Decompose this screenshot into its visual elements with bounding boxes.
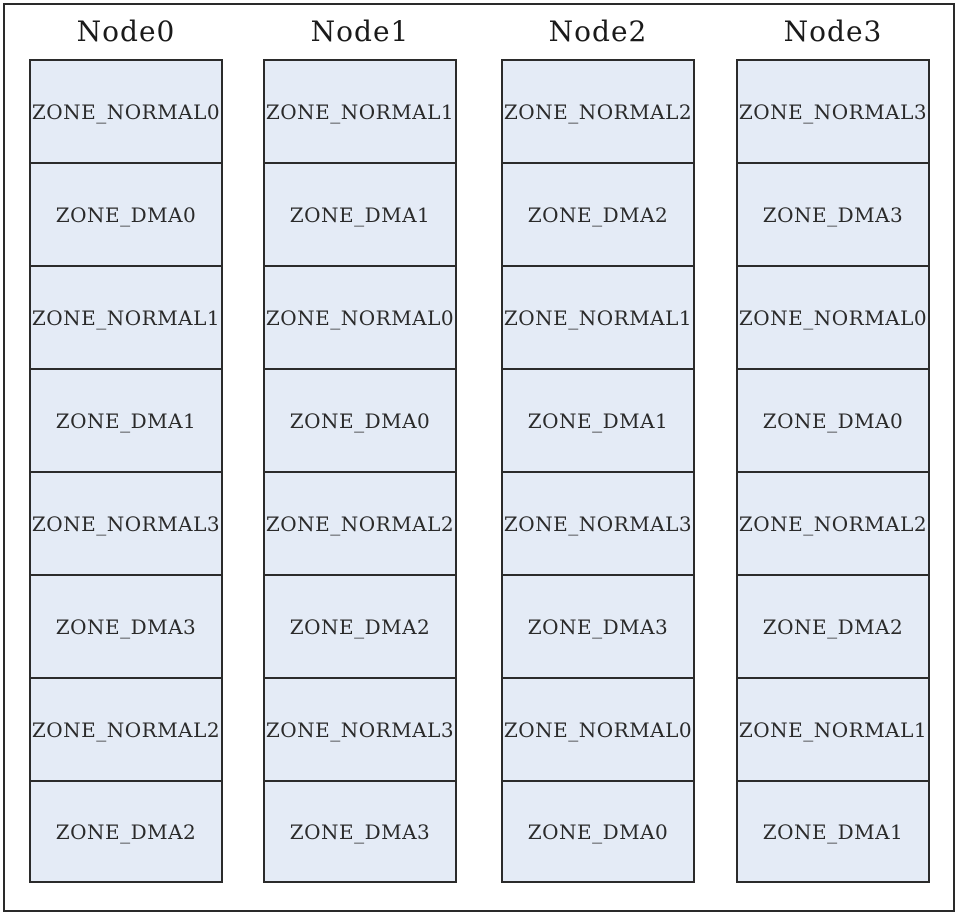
zone-cell: ZONE_DMA1 — [265, 164, 455, 267]
zone-cell: ZONE_DMA0 — [265, 370, 455, 473]
zone-cell: ZONE_DMA2 — [55, 820, 197, 844]
zone-cell: ZONE_DMA2 — [738, 576, 928, 679]
zone-cell: ZONE_NORMAL3 — [503, 473, 693, 576]
zone-stack: ZONE_NORMAL1 ZONE_DMA1 ZONE_NORMAL0 ZONE… — [263, 59, 457, 883]
zone-cell: ZONE_DMA1 — [503, 370, 693, 473]
zone-cell: ZONE_NORMAL3 — [31, 473, 221, 576]
zone-cell: ZONE_DMA2 — [503, 164, 693, 267]
zone-cell: ZONE_NORMAL0 — [738, 267, 928, 370]
zone-cell: ZONE_NORMAL1 — [31, 267, 221, 370]
zone-cell: ZONE_DMA0 — [31, 164, 221, 267]
zone-cell: ZONE_NORMAL1 — [503, 267, 693, 370]
zone-cell: ZONE_DMA3 — [289, 820, 431, 844]
zone-cell: ZONE_DMA0 — [527, 820, 669, 844]
zone-cell: ZONE_NORMAL0 — [503, 679, 693, 782]
zone-cell: ZONE_DMA0 — [738, 370, 928, 473]
zone-cell: ZONE_NORMAL2 — [31, 679, 221, 782]
diagram-frame: Node0 ZONE_NORMAL0 ZONE_DMA0 ZONE_NORMAL… — [3, 3, 955, 912]
zone-cell: ZONE_DMA3 — [503, 576, 693, 679]
zone-cell: ZONE_DMA2 — [265, 576, 455, 679]
zone-cell: ZONE_NORMAL1 — [738, 679, 928, 782]
zone-cell: ZONE_NORMAL1 — [265, 61, 455, 164]
node-title: Node2 — [548, 15, 648, 48]
zone-cell: ZONE_DMA1 — [31, 370, 221, 473]
zone-stack: ZONE_NORMAL3 ZONE_DMA3 ZONE_NORMAL0 ZONE… — [736, 59, 930, 883]
zone-cell: ZONE_DMA3 — [31, 576, 221, 679]
zone-cell: ZONE_NORMAL2 — [738, 473, 928, 576]
zone-stack: ZONE_NORMAL2 ZONE_DMA2 ZONE_NORMAL1 ZONE… — [501, 59, 695, 883]
zone-cell: ZONE_NORMAL2 — [503, 61, 693, 164]
zone-stack: ZONE_NORMAL0 ZONE_DMA0 ZONE_NORMAL1 ZONE… — [29, 59, 223, 883]
zone-cell: ZONE_NORMAL0 — [31, 61, 221, 164]
zone-cell: ZONE_DMA3 — [738, 164, 928, 267]
zone-cell: ZONE_DMA1 — [762, 820, 904, 844]
zone-cell: ZONE_NORMAL0 — [265, 267, 455, 370]
zone-cell: ZONE_NORMAL3 — [738, 61, 928, 164]
node-title: Node3 — [783, 15, 883, 48]
node-title: Node0 — [76, 15, 176, 48]
zone-cell: ZONE_NORMAL2 — [265, 473, 455, 576]
node-title: Node1 — [310, 15, 410, 48]
zone-cell: ZONE_NORMAL3 — [265, 679, 455, 782]
